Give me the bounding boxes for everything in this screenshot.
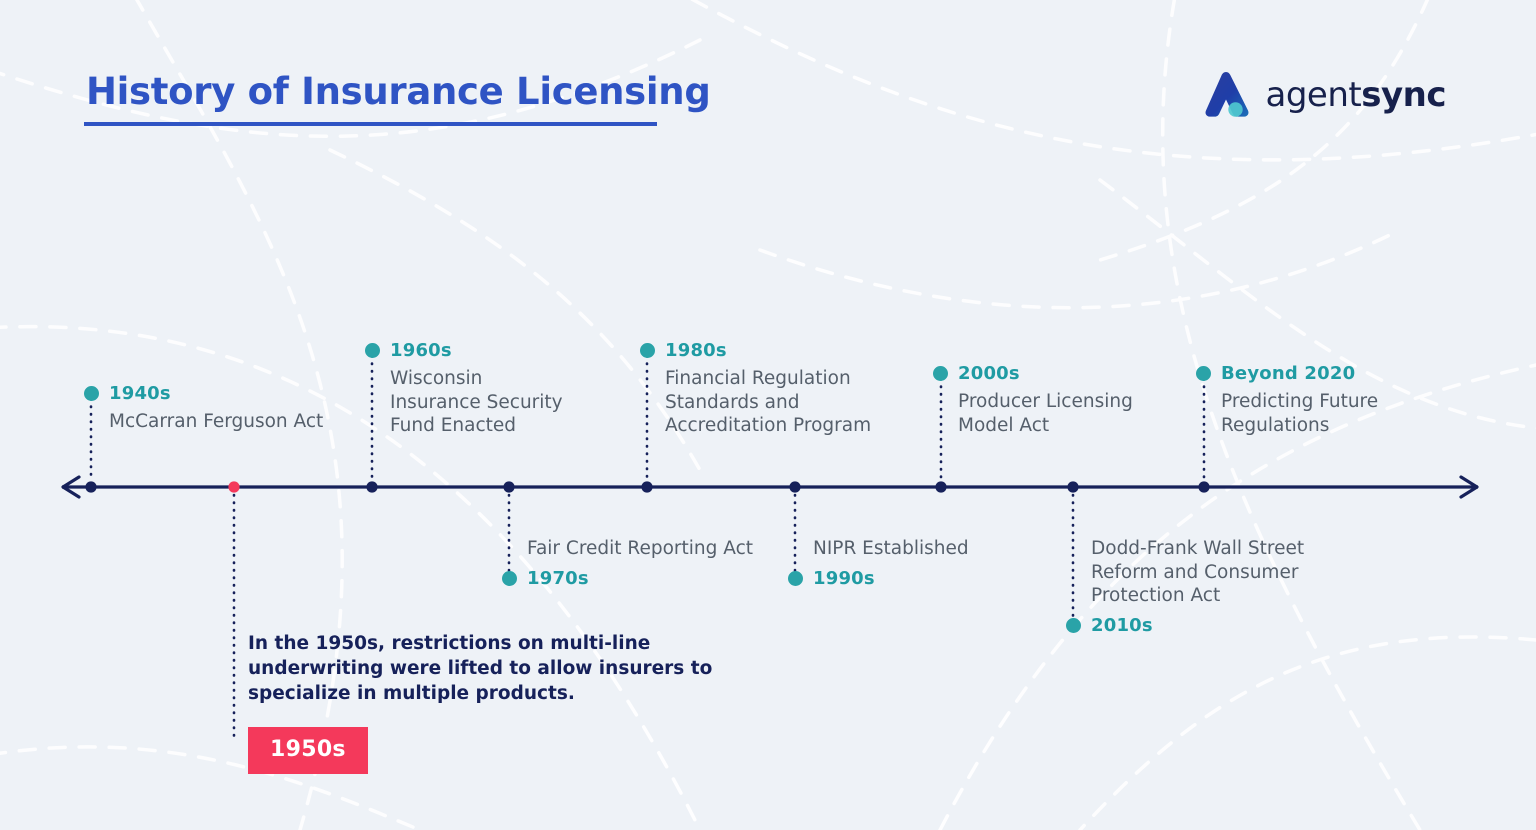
axis-dot-1940s[interactable] <box>85 481 97 493</box>
arrow-left-icon <box>61 475 81 499</box>
axis-dot-1990s[interactable] <box>789 481 801 493</box>
event-year-1980s: 1980s <box>665 340 727 361</box>
axis-dot-1960s[interactable] <box>366 481 378 493</box>
event-year-1990s: 1990s <box>813 567 875 589</box>
arrow-right-icon <box>1459 475 1479 499</box>
event-description-2010s: Dodd-Frank Wall Street Reform and Consum… <box>1091 538 1305 606</box>
event-year-beyond-2020: Beyond 2020 <box>1221 363 1356 384</box>
event-dot-1990s <box>788 570 803 586</box>
event-head-1980s: 1980s <box>640 340 871 361</box>
event-head-2010s: 2010s <box>1066 615 1304 636</box>
event-head-1990s: 1990s <box>788 568 969 589</box>
callout-1950s-text: In the 1950s, restrictions on multi-line… <box>248 633 713 704</box>
axis-dot-2010s[interactable] <box>1067 481 1079 493</box>
event-year-2010s: 2010s <box>1091 614 1153 636</box>
event-dot-2000s <box>933 366 948 381</box>
axis-dot-1950s[interactable] <box>228 481 240 493</box>
event-description-1980s: Financial Regulation Standards and Accre… <box>665 368 872 436</box>
event-year-1940s: 1940s <box>109 383 171 404</box>
event-head-2000s: 2000s <box>933 363 1133 384</box>
event-year-1960s: 1960s <box>390 340 452 361</box>
axis-dot-1970s[interactable] <box>503 481 515 493</box>
event-head-1970s: 1970s <box>502 568 753 589</box>
timeline-event-2010s[interactable]: Dodd-Frank Wall Street Reform and Consum… <box>1066 537 1304 636</box>
callout-1950s: In the 1950s, restrictions on multi-line… <box>248 631 712 774</box>
brand-word-bold: sync <box>1361 75 1446 115</box>
axis-dot-1980s[interactable] <box>641 481 653 493</box>
timeline-event-1970s[interactable]: Fair Credit Reporting Act 1970s <box>502 537 753 589</box>
event-head-beyond-2020: Beyond 2020 <box>1196 363 1378 384</box>
page-title: History of Insurance Licensing <box>86 70 711 113</box>
event-year-2000s: 2000s <box>958 363 1020 384</box>
event-head-1960s: 1960s <box>365 340 563 361</box>
event-description-1990s: NIPR Established <box>813 538 969 559</box>
event-dot-2010s <box>1066 617 1081 633</box>
event-description-2000s: Producer Licensing Model Act <box>958 391 1133 436</box>
event-dot-1980s <box>640 343 655 358</box>
event-description-1970s: Fair Credit Reporting Act <box>527 538 753 559</box>
event-year-1970s: 1970s <box>527 567 589 589</box>
event-dot-1940s <box>84 386 99 401</box>
event-head-1940s: 1940s <box>84 383 323 404</box>
axis-dot-2000s[interactable] <box>935 481 947 493</box>
axis-dot-beyond-2020[interactable] <box>1198 481 1210 493</box>
event-description-1960s: Wisconsin Insurance Security Fund Enacte… <box>390 368 563 436</box>
title-underline <box>84 122 657 126</box>
event-description-beyond-2020: Predicting Future Regulations <box>1221 391 1379 436</box>
event-dot-1960s <box>365 343 380 358</box>
triangle-a-mark-icon <box>1205 72 1248 117</box>
brand-wordmark: agentsync <box>1265 75 1447 115</box>
event-dot-1970s <box>502 570 517 586</box>
brand-logo: agentsync <box>1201 70 1446 120</box>
event-dot-beyond-2020 <box>1196 366 1211 381</box>
timeline-event-1990s[interactable]: NIPR Established 1990s <box>788 537 969 589</box>
callout-1950s-badge: 1950s <box>248 727 368 774</box>
brand-word-light: agent <box>1265 75 1362 115</box>
event-description-1940s: McCarran Ferguson Act <box>109 411 324 432</box>
timeline-axis <box>61 475 1479 499</box>
